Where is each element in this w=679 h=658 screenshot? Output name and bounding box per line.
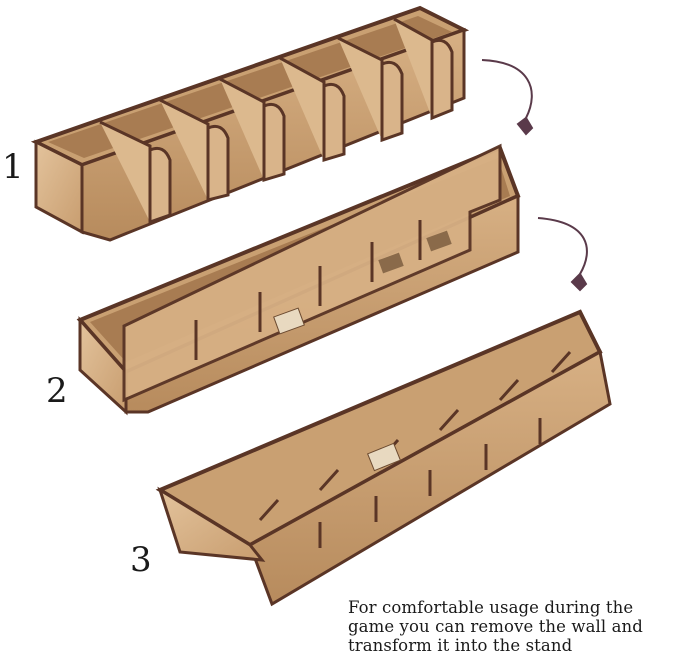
arrow-2-to-3: [537, 217, 588, 292]
step-number-2: 2: [46, 371, 68, 411]
tray-step-1: [30, 5, 470, 242]
caption-line-1: For comfortable usage during the: [348, 598, 634, 617]
stand-step-3: [155, 309, 612, 607]
caption-line-2: game you can remove the wall and: [348, 617, 643, 636]
caption-line-3: transform it into the stand: [348, 636, 573, 655]
step-number-3: 3: [130, 540, 152, 580]
tray-step-2: [76, 143, 521, 416]
step-number-1: 1: [2, 147, 24, 187]
arrow-1-to-2: [481, 59, 534, 136]
caption: For comfortable usage during the game yo…: [348, 598, 678, 655]
